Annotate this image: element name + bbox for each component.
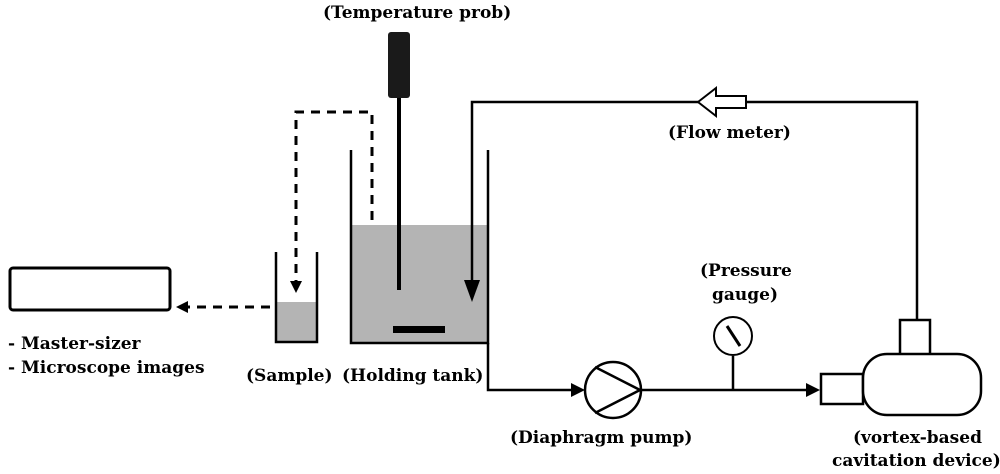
cavitation-device-body [861,352,983,417]
analysis-instrument-box [8,266,172,312]
analysis-item-microscope-images: - Microscope images [8,358,205,378]
pump-inlet-arrowhead [571,383,585,397]
pressure-gauge-needle [725,325,742,347]
analysis-arrowhead [176,301,188,313]
cavitation-device-label-line2: cavitation device) [832,451,1000,471]
sample-label: (Sample) [246,366,333,386]
return-line [470,100,919,320]
temperature-probe-label: (Temperature prob) [323,3,511,23]
diaphragm-pump-label: (Diaphragm pump) [510,428,692,448]
sample-liquid [276,302,316,341]
cavitation-device-outlet [898,318,932,358]
cavitation-device-inlet [819,372,865,406]
return-arrowhead [464,280,480,302]
analysis-item-master-sizer: - Master-sizer [8,334,142,354]
temperature-probe-handle [388,32,410,98]
pressure-gauge-label-line1: (Pressure [700,261,792,281]
flow-meter-arrow-icon [696,85,747,119]
pressure-gauge-label-line2: gauge) [712,285,778,305]
sample-beaker [274,252,319,344]
sampling-arrowhead [290,281,302,293]
holding-tank-label: (Holding tank) [342,366,483,386]
cavitation-device-label-line1: (vortex-based [853,428,982,448]
tank-liquid [351,225,488,343]
flow-meter-label: (Flow meter) [668,123,791,143]
tank-to-pump-line [486,343,574,392]
diaphragm-pump-icon [583,360,643,420]
temperature-probe-rod [397,98,401,290]
magnetic-stirrer-bar [393,326,445,333]
holding-tank [349,150,490,345]
device-inlet-arrowhead [806,383,820,397]
sampling-dashed-line [294,110,374,282]
diaphragm-pump-chevron [594,365,643,415]
